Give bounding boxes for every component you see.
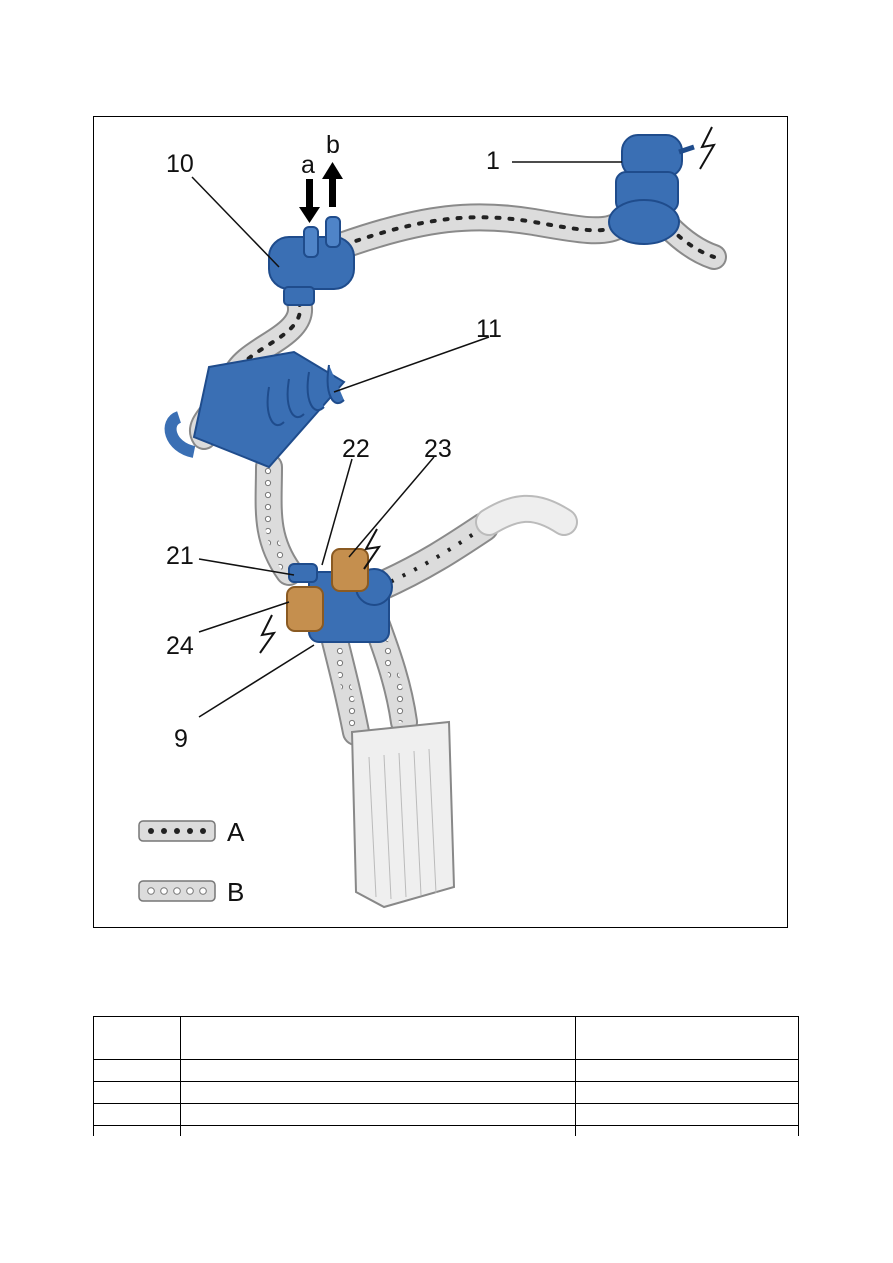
component-10-heat-exchanger <box>268 162 355 306</box>
component-9-valve-block <box>308 568 393 643</box>
electrical-symbol-icon <box>259 614 277 654</box>
table-cell <box>575 1125 799 1136</box>
legend-item-a: A <box>138 817 245 847</box>
legend-label-a: A <box>227 817 245 847</box>
component-24-valve <box>259 586 324 654</box>
radiator <box>350 720 456 909</box>
electrical-symbol-icon <box>363 528 382 570</box>
component-11-manifold <box>164 350 346 469</box>
table-cell <box>575 1103 799 1126</box>
table-cell <box>180 1103 576 1126</box>
callout-23: 23 <box>424 435 452 463</box>
leader-lines <box>191 161 622 718</box>
pipe-network <box>189 203 727 746</box>
figure-frame: 1 10 a b 11 22 23 21 24 9 A <box>93 116 788 928</box>
callout-11: 11 <box>476 315 502 343</box>
component-23-valve <box>331 528 382 592</box>
callout-b: b <box>326 131 340 159</box>
table-row <box>93 1103 799 1126</box>
arrow-b-icon <box>322 162 343 207</box>
table-header-cell <box>93 1016 181 1060</box>
table-cell <box>93 1125 181 1136</box>
legend-label-b: B <box>227 877 244 907</box>
callout-24: 24 <box>166 632 194 660</box>
table-header-cell <box>180 1016 576 1060</box>
table-cell <box>93 1103 181 1126</box>
table-row <box>93 1125 799 1136</box>
legend-item-b: B <box>138 877 244 907</box>
callout-a: a <box>301 151 315 179</box>
table-cell <box>180 1059 576 1082</box>
table-row <box>93 1059 799 1082</box>
callout-22: 22 <box>342 435 370 463</box>
table-cell <box>180 1081 576 1104</box>
coolant-circuit-diagram: 1 10 a b 11 22 23 21 24 9 A <box>138 126 727 909</box>
callout-9: 9 <box>174 725 188 753</box>
callout-1: 1 <box>486 147 500 175</box>
electrical-symbol-icon <box>699 126 716 170</box>
table-cell <box>575 1081 799 1104</box>
table-header-cell <box>575 1016 799 1060</box>
parts-table <box>93 1016 799 1136</box>
table-header-row <box>93 1016 799 1060</box>
component-21-valve <box>288 563 318 583</box>
callout-10: 10 <box>166 150 194 178</box>
legend: A B <box>138 817 245 907</box>
table-cell <box>180 1125 576 1136</box>
callout-21: 21 <box>166 542 194 570</box>
table-cell <box>575 1059 799 1082</box>
table-cell <box>93 1081 181 1104</box>
table-cell <box>93 1059 181 1082</box>
arrow-a-icon <box>299 179 320 223</box>
component-1-pump <box>608 126 716 245</box>
table-row <box>93 1081 799 1104</box>
